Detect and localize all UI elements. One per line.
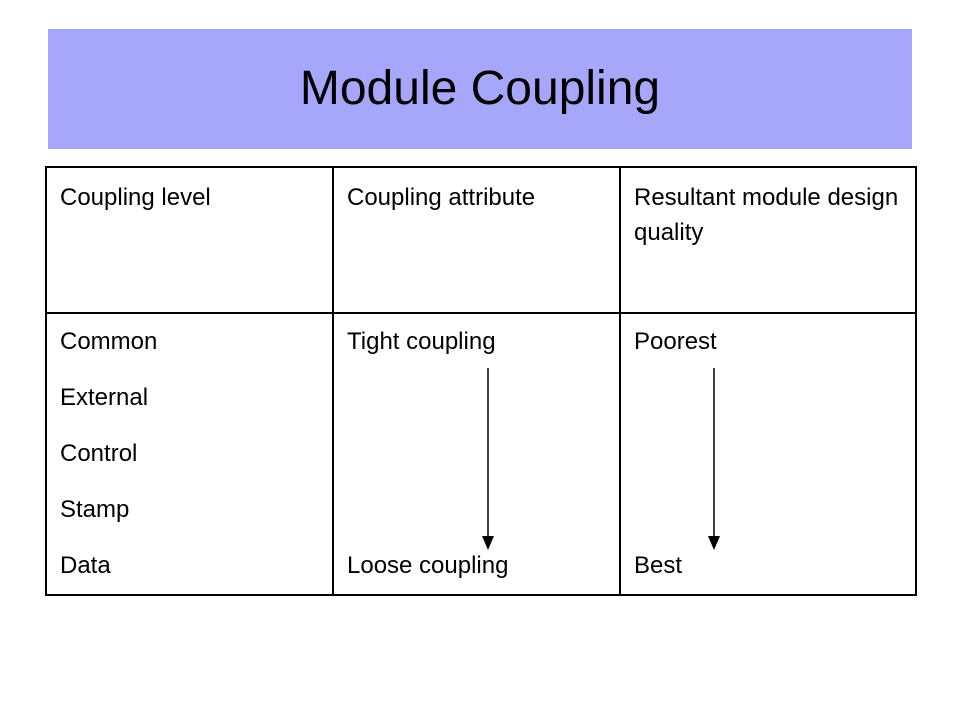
level-stamp: Stamp	[60, 496, 130, 523]
header-cell-coupling-attribute: Coupling attribute	[332, 166, 621, 314]
level-data: Data	[60, 552, 111, 579]
level-control: Control	[60, 440, 138, 467]
levels-cell: Common External Control Stamp Data	[45, 312, 334, 596]
table-header-row: Coupling level Coupling attribute Result…	[45, 166, 917, 314]
levels-list: Common External Control Stamp Data	[47, 314, 332, 594]
header-cell-coupling-level: Coupling level	[45, 166, 334, 314]
slide-title: Module Coupling	[299, 62, 661, 115]
header-text-design-quality: Resultant module design quality	[634, 184, 899, 246]
level-common: Common	[60, 328, 158, 355]
quality-cell: Poorest Best	[619, 312, 917, 596]
quality-content: Poorest Best	[621, 314, 915, 594]
header-text-coupling-level: Coupling level	[60, 184, 211, 211]
attribute-loose-coupling: Loose coupling	[347, 552, 509, 579]
title-bar: Module Coupling	[48, 29, 912, 149]
quality-best: Best	[634, 552, 683, 579]
attribute-content: Tight coupling Loose coupling	[334, 314, 619, 594]
header-text-coupling-attribute: Coupling attribute	[347, 184, 536, 211]
quality-poorest: Poorest	[634, 328, 717, 355]
attribute-tight-coupling: Tight coupling	[347, 328, 496, 355]
attribute-cell: Tight coupling Loose coupling	[332, 312, 621, 596]
level-external: External	[60, 384, 149, 411]
header-cell-design-quality: Resultant module design quality	[619, 166, 917, 314]
coupling-table: Coupling level Coupling attribute Result…	[45, 166, 917, 596]
coupling-table-grid: Coupling level Coupling attribute Result…	[45, 166, 917, 596]
table-body-row: Common External Control Stamp Data Tight…	[45, 312, 917, 596]
